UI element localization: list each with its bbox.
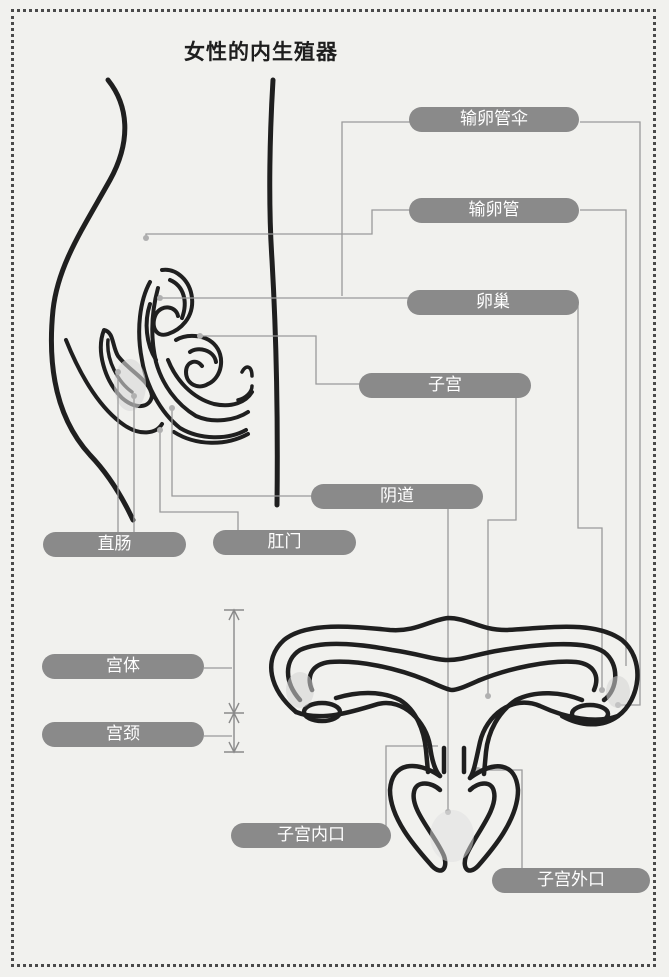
label-rectum: 直肠 [43,532,186,557]
label-internal-os: 子宫内口 [231,823,391,848]
label-fallopian-tube: 输卵管 [409,198,579,223]
dimension-marks [224,610,244,752]
label-vagina: 阴道 [311,484,483,509]
label-fimbria: 输卵管伞 [409,107,579,132]
label-cervix: 宫颈 [42,722,204,747]
label-ovary: 卵巢 [407,290,579,315]
label-external-os: 子宫外口 [492,868,650,893]
sagittal-view [51,80,277,520]
label-uterine-body: 宫体 [42,654,204,679]
label-uterus: 子宫 [359,373,531,398]
back-line [270,80,277,505]
label-anus: 肛门 [213,530,356,555]
abdominal-wall [51,80,133,520]
